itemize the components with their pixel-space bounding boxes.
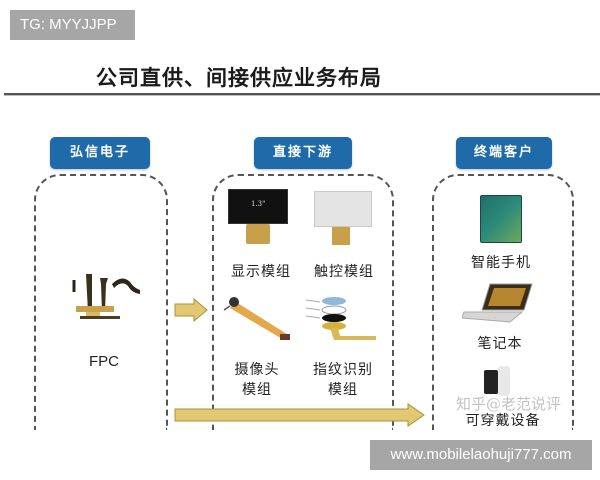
zhihu-overlay-watermark: 知乎@老范说评 — [456, 395, 562, 413]
touch-module-icon — [314, 191, 372, 227]
fingerprint-module-label: 指纹识别 模组 — [300, 360, 386, 400]
display-module-label: 显示模组 — [231, 264, 291, 280]
fpc-circuit-icon — [72, 274, 140, 319]
arrow-direct-to-end-customers-icon — [174, 403, 425, 427]
display-screen-text: 1.3" — [251, 200, 266, 208]
end-customers-box — [432, 174, 574, 430]
diagram-title: 公司直供、间接供应业务布局 — [96, 65, 382, 90]
fingerprint-module-icon — [305, 297, 376, 340]
laptop-icon — [462, 283, 533, 323]
tg-watermark-badge: TG: MYYJJPP — [10, 10, 135, 40]
downstream-box — [212, 174, 394, 430]
display-module-icon: 1.3" — [228, 189, 288, 224]
header-end-customers: 终端客户 — [456, 137, 552, 169]
url-watermark-badge: www.mobilelaohuji777.com — [370, 440, 592, 470]
smartphone-label: 智能手机 — [471, 255, 531, 271]
fpc-label: FPC — [89, 353, 119, 370]
camera-label-line1: 摄像头 — [234, 362, 280, 378]
smartwatch-band — [498, 366, 510, 396]
touch-module-label: 触控模组 — [314, 264, 374, 280]
wearable-label: 可穿戴设备 — [465, 413, 541, 429]
header-hongxin: 弘信电子 — [50, 137, 150, 169]
title-underline — [4, 93, 600, 95]
header-direct-downstream: 直接下游 — [254, 137, 352, 169]
touch-fpc-tail — [332, 227, 350, 245]
fingerprint-label-line2: 模组 — [328, 382, 358, 398]
smartwatch-icon — [484, 370, 498, 394]
hongxin-box — [34, 174, 168, 430]
laptop-label: 笔记本 — [477, 336, 523, 352]
display-fpc-tail — [246, 224, 270, 244]
arrow-to-downstream-icon — [174, 298, 208, 322]
camera-module-icon — [223, 297, 290, 340]
camera-module-label: 摄像头 模组 — [222, 360, 292, 400]
smartphone-icon — [480, 195, 522, 243]
camera-label-line2: 模组 — [242, 382, 272, 398]
fingerprint-label-line1: 指纹识别 — [313, 362, 373, 378]
